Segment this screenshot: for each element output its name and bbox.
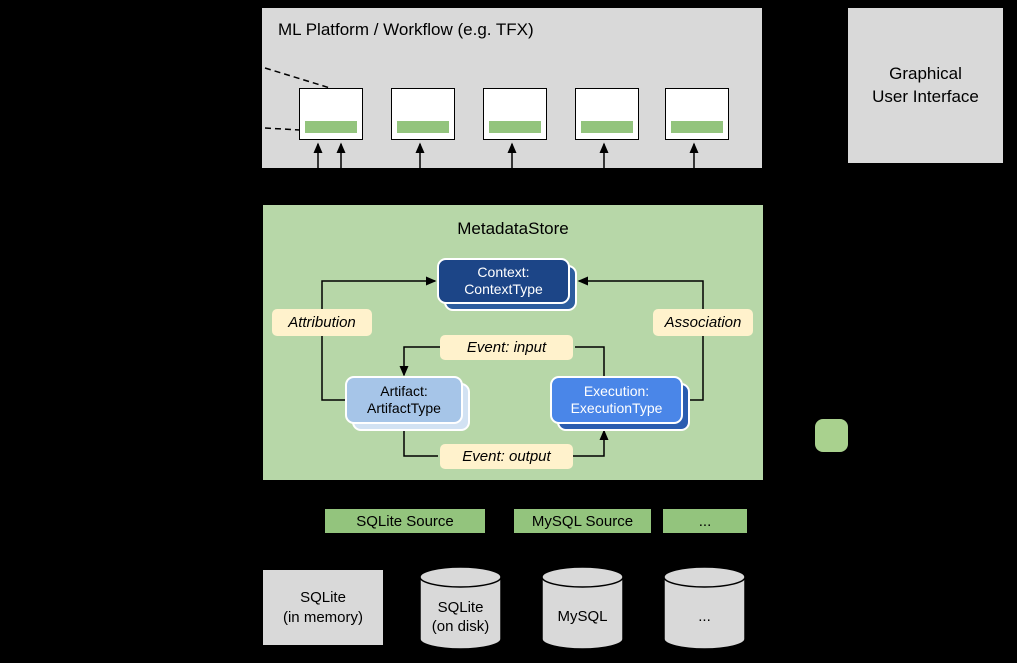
component-box-4	[575, 88, 639, 140]
sqlite-memory-line2: (in memory)	[282, 608, 363, 626]
artifact-box-front-card: Artifact: ArtifactType	[345, 376, 463, 424]
component-status-bar	[397, 121, 449, 133]
cylinder-label: MySQL	[540, 589, 625, 646]
artifact-label-line1: Artifact:	[380, 383, 428, 400]
event-input-label: Event: input	[440, 335, 573, 360]
cylinder-label: ...	[662, 589, 747, 646]
context-label-line2: ContextType	[464, 281, 543, 297]
execution-label-line1: Execution:	[583, 383, 650, 400]
component-status-bar	[671, 121, 723, 133]
cylinder-label: SQLite (on disk)	[418, 589, 503, 646]
more-source-bar: ...	[663, 509, 747, 533]
more-cylinder: ...	[662, 565, 747, 650]
attribution-arrow	[321, 276, 437, 401]
component-box-5	[665, 88, 729, 140]
more-label: ...	[698, 608, 711, 626]
platform-connections	[264, 67, 699, 168]
cylinder-shape	[663, 566, 746, 650]
cylinder-shape	[419, 566, 502, 650]
metadata-store-panel: MetadataStore Context: ContextType Artif…	[263, 205, 763, 480]
gui-title-line2: User Interface	[872, 86, 979, 106]
association-label: Association	[653, 309, 753, 336]
ml-platform-panel: ML Platform / Workflow (e.g. TFX)	[262, 8, 762, 168]
metadata-store-title: MetadataStore	[457, 219, 569, 238]
association-arrow	[577, 276, 704, 401]
component-box-3	[483, 88, 547, 140]
sqlite-disk-line1: SQLite	[437, 598, 484, 616]
component-status-bar	[581, 121, 633, 133]
event-output-from-artifact-line	[403, 424, 438, 457]
mysql-source-bar: MySQL Source	[514, 509, 651, 533]
event-output-to-execution-arrow	[573, 429, 609, 457]
sqlite-memory-line1: SQLite	[300, 589, 346, 606]
sqlite-source-bar: SQLite Source	[325, 509, 485, 533]
sqlite-disk-cylinder: SQLite (on disk)	[418, 565, 503, 650]
artifact-label-line2: ArtifactType	[367, 400, 441, 416]
context-label-line1: Context:	[477, 264, 530, 281]
execution-box: Execution: ExecutionType	[550, 376, 690, 431]
dashed-callout-line	[264, 127, 301, 131]
event-output-label: Event: output	[440, 444, 573, 469]
dashed-callout-line	[264, 67, 331, 89]
event-input-from-execution-line	[575, 346, 605, 376]
component-box-2	[391, 88, 455, 140]
mysql-label: MySQL	[557, 608, 608, 626]
cylinder-shape	[541, 566, 624, 650]
gui-panel: Graphical User Interface	[848, 8, 1003, 163]
event-input-to-artifact-arrow	[399, 346, 440, 377]
attribution-label: Attribution	[272, 309, 372, 336]
mysql-cylinder: MySQL	[540, 565, 625, 650]
legend-swatch	[815, 419, 848, 452]
sqlite-memory-box: SQLite (in memory)	[263, 570, 383, 645]
sqlite-disk-line2: (on disk)	[431, 617, 490, 635]
ml-platform-title: ML Platform / Workflow (e.g. TFX)	[278, 20, 534, 39]
gui-title-line1: Graphical	[889, 63, 962, 83]
execution-label-line2: ExecutionType	[570, 400, 663, 416]
context-box-front-card: Context: ContextType	[437, 258, 570, 304]
execution-box-front-card: Execution: ExecutionType	[550, 376, 683, 424]
component-status-bar	[305, 121, 357, 133]
store-arrows	[321, 276, 704, 457]
component-status-bar	[489, 121, 541, 133]
artifact-box: Artifact: ArtifactType	[345, 376, 470, 431]
component-box-1	[299, 88, 363, 140]
context-box: Context: ContextType	[437, 258, 577, 311]
